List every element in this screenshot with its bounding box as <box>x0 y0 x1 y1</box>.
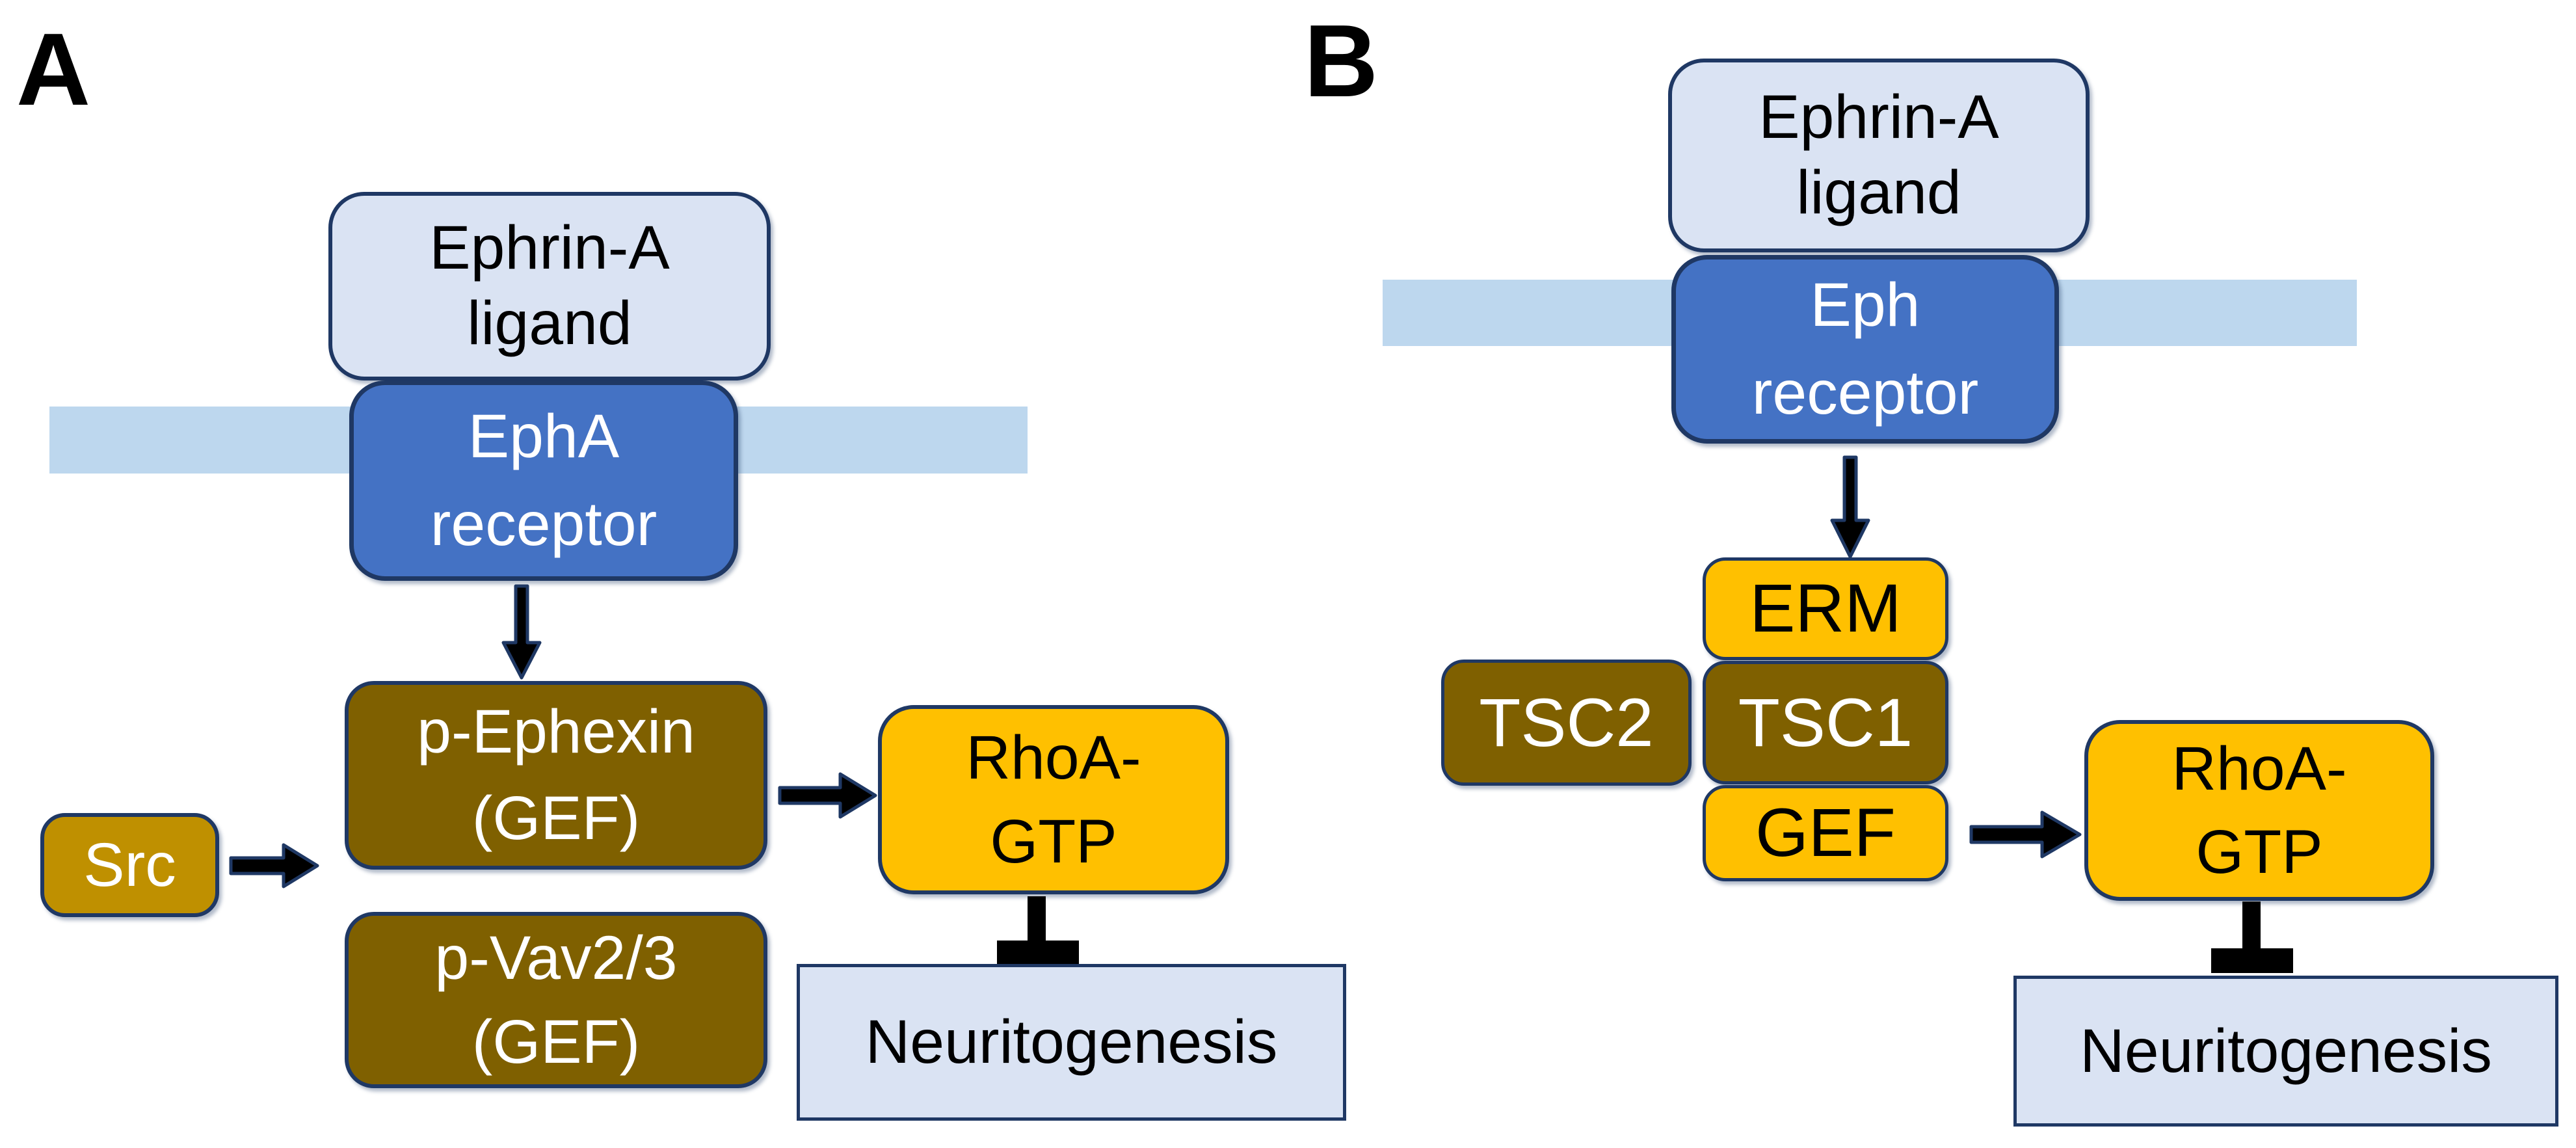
epha-receptor-line1: EphA <box>468 402 620 472</box>
tsc2-box: TSC2 <box>1441 660 1692 786</box>
neuritogenesis-a-label: Neuritogenesis <box>865 1008 1278 1076</box>
ephrin-b-ligand-line1: Ephrin-A <box>1759 83 1999 152</box>
activation-arrow-receptor-to-erm <box>1830 455 1870 559</box>
p-ephexin-line2: (GEF) <box>471 784 641 853</box>
gef-box: GEF <box>1703 785 1948 881</box>
ephrin-a-ligand-box-b: Ephrin-A ligand <box>1668 59 2090 252</box>
activation-arrow-src-to-ephexin <box>229 843 319 888</box>
ephrin-a-ligand-box-a: Ephrin-A ligand <box>328 192 771 380</box>
neuritogenesis-b-label: Neuritogenesis <box>2080 1016 2492 1086</box>
tsc2-label: TSC2 <box>1479 684 1654 761</box>
neuritogenesis-box-a: Neuritogenesis <box>797 964 1346 1121</box>
inhibition-tbar-a-stem <box>1028 896 1046 943</box>
tsc1-label: TSC1 <box>1738 684 1913 761</box>
rhoa-a-line2: GTP <box>990 807 1117 876</box>
eph-receptor-line2: receptor <box>1751 358 1979 427</box>
panel-b-label: B <box>1304 4 1379 118</box>
inhibition-tbar-b-crossbar <box>2211 948 2293 973</box>
epha-receptor-box: EphA receptor <box>349 380 738 581</box>
epha-receptor-line2: receptor <box>430 490 657 559</box>
src-label: Src <box>83 830 176 900</box>
p-vav-gef-box: p-Vav2/3 (GEF) <box>345 912 767 1088</box>
gef-label: GEF <box>1755 795 1896 872</box>
ephrin-a-ligand-line1: Ephrin-A <box>429 213 670 283</box>
activation-arrow-ephexin-to-rhoa <box>778 772 877 819</box>
p-vav-line1: p-Vav2/3 <box>434 924 678 993</box>
ephrin-b-ligand-line2: ligand <box>1796 158 1961 227</box>
activation-arrow-gef-to-rhoa <box>1969 810 2082 859</box>
rhoa-gtp-box-b: RhoA- GTP <box>2084 720 2434 901</box>
eph-receptor-box: Eph receptor <box>1671 255 2059 444</box>
neuritogenesis-box-b: Neuritogenesis <box>2013 976 2558 1127</box>
rhoa-b-line1: RhoA- <box>2171 734 2347 803</box>
erm-label: ERM <box>1749 570 1902 647</box>
rhoa-a-line1: RhoA- <box>966 723 1141 793</box>
panel-a-label: A <box>16 12 91 127</box>
rhoa-b-line2: GTP <box>2196 818 2323 887</box>
rhoa-gtp-box-a: RhoA- GTP <box>878 705 1229 894</box>
inhibition-tbar-b-stem <box>2242 901 2261 951</box>
tsc1-box: TSC1 <box>1703 661 1948 784</box>
src-kinase-box: Src <box>40 813 219 917</box>
p-ephexin-line1: p-Ephexin <box>417 697 695 766</box>
ephrin-a-ligand-line2: ligand <box>467 289 632 358</box>
eph-receptor-line1: Eph <box>1810 271 1920 340</box>
erm-box: ERM <box>1703 557 1948 660</box>
activation-arrow-receptor-to-ephexin <box>501 584 542 680</box>
p-ephexin-gef-box: p-Ephexin (GEF) <box>345 681 767 870</box>
inhibition-tbar-a-crossbar <box>997 941 1079 964</box>
p-vav-line2: (GEF) <box>471 1007 641 1076</box>
